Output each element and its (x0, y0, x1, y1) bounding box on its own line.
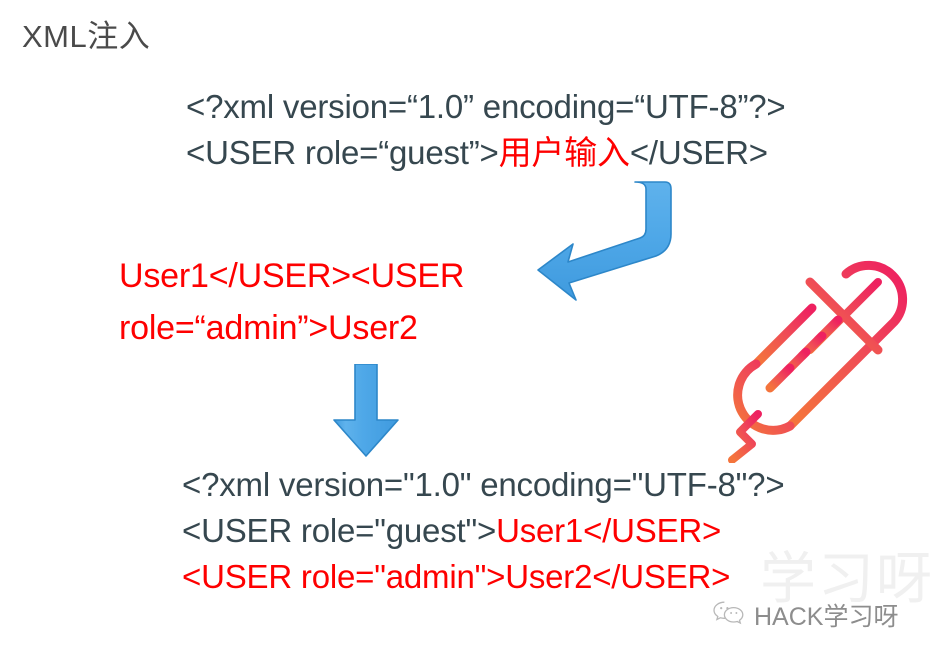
watermark-brand: HACK学习呀 (712, 600, 898, 633)
original-xml-block: <?xml version=“1.0” encoding=“UTF-8”?> <… (186, 84, 786, 176)
code-segment: <USER role=“guest”> (186, 134, 499, 171)
code-segment-injected: <USER role="admin">User2</USER> (182, 558, 731, 595)
code-segment: <?xml version="1.0" encoding="UTF-8"?> (182, 466, 785, 503)
bent-arrow-left-icon (528, 178, 698, 310)
page-title: XML注入 (22, 19, 151, 54)
code-line: <?xml version=“1.0” encoding=“UTF-8”?> (186, 84, 786, 130)
code-segment-user-input: 用户输入 (498, 134, 630, 171)
code-segment: <?xml version=“1.0” encoding=“UTF-8”?> (186, 88, 786, 125)
syringe-icon (718, 248, 928, 464)
code-line: <USER role=“guest”>用户输入</USER> (186, 130, 786, 176)
watermark-brand-text: HACK学习呀 (754, 602, 899, 631)
code-segment: </USER> (629, 134, 768, 171)
code-line: <?xml version="1.0" encoding="UTF-8"?> (182, 462, 785, 508)
result-xml-block: <?xml version="1.0" encoding="UTF-8"?> <… (182, 462, 785, 600)
code-segment: <USER role="guest"> (182, 512, 497, 549)
code-segment-injected: User1</USER> (496, 512, 722, 549)
wechat-icon (712, 600, 746, 633)
background-watermark-text: 学习呀 (760, 547, 934, 610)
arrow-down-icon (312, 363, 420, 460)
code-line: <USER role="admin">User2</USER> (182, 554, 784, 600)
injected-payload-text: User1</USER><USER role=“admin”>User2 (119, 257, 465, 347)
code-line: <USER role="guest">User1</USER> (182, 508, 784, 554)
